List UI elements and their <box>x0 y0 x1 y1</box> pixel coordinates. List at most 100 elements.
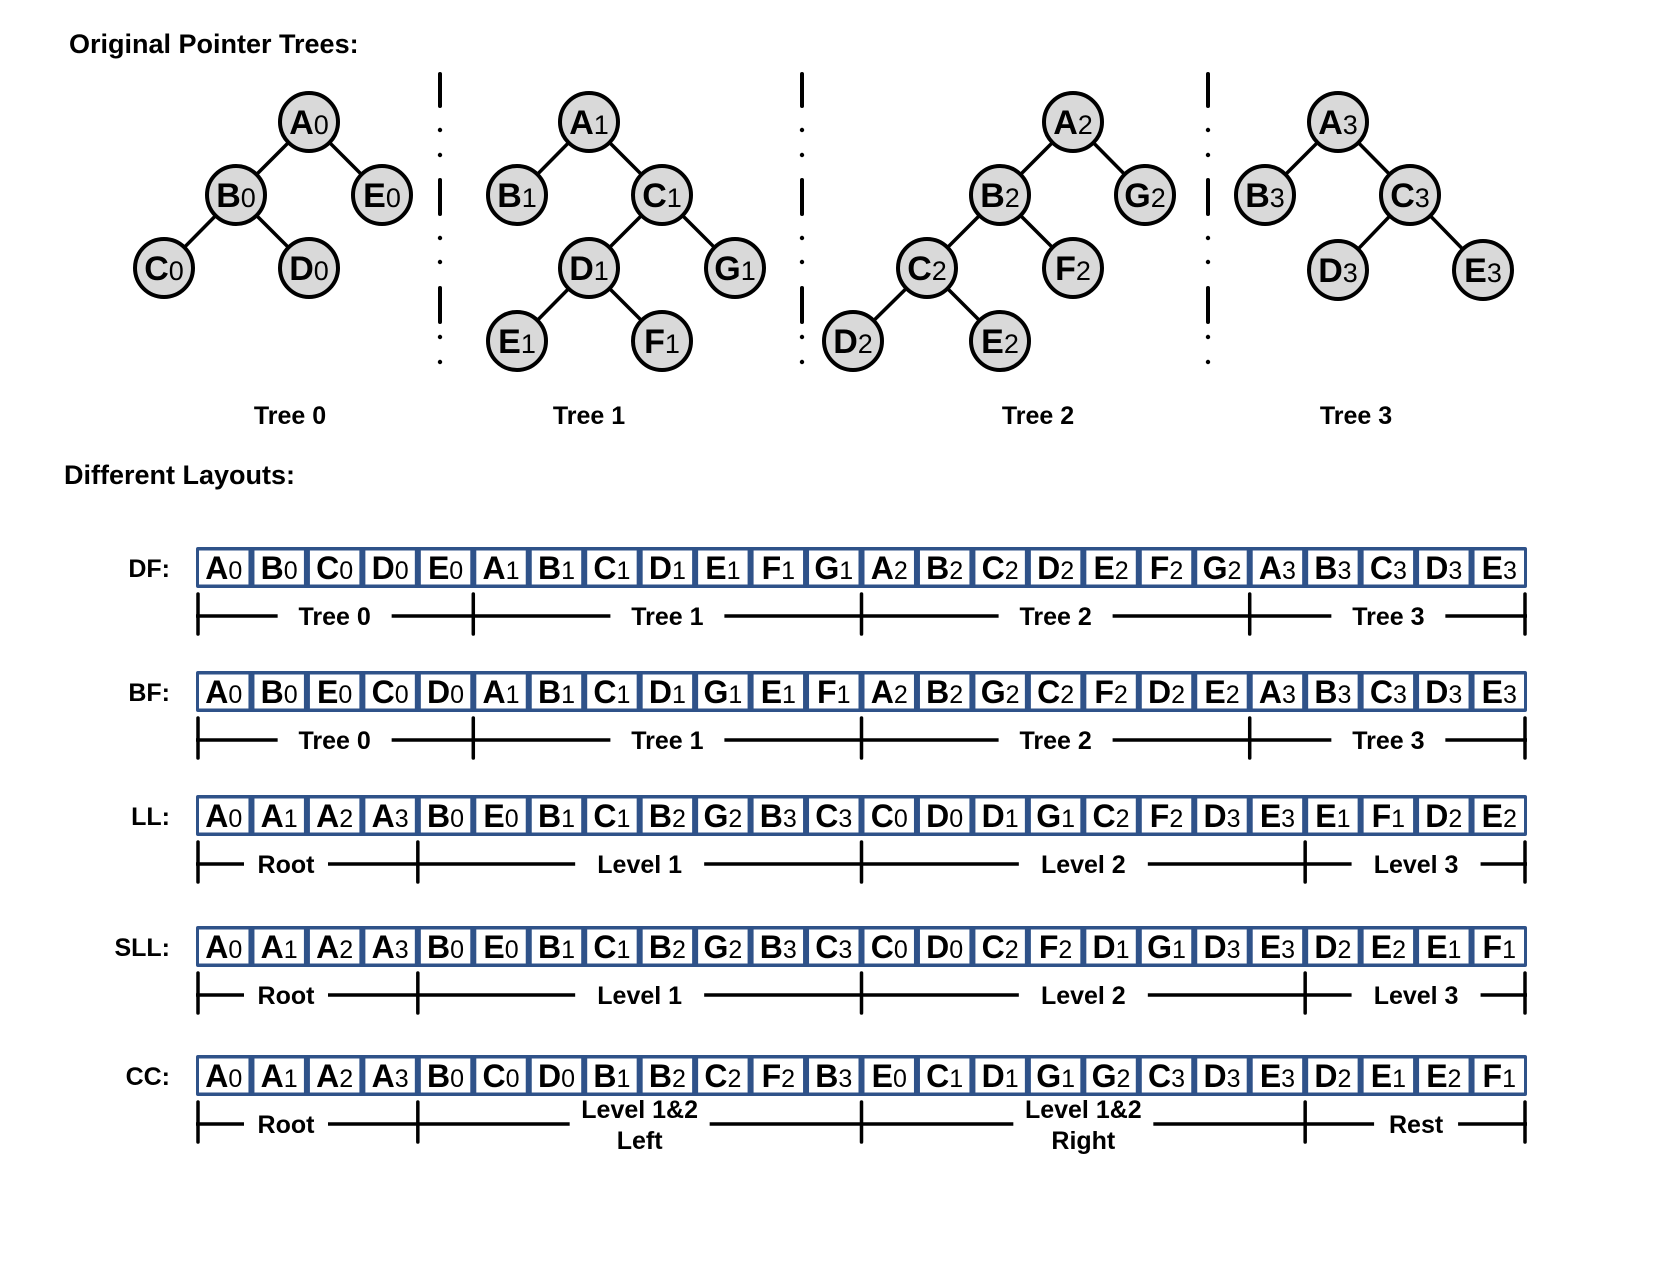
cell-box <box>309 674 360 709</box>
tree-node-B3: B3 <box>1234 164 1296 226</box>
cell-label: D2 <box>1425 798 1462 834</box>
cell-label: B3 <box>760 929 797 965</box>
cell-box <box>1086 929 1136 964</box>
array-cell: F1 <box>1363 798 1414 834</box>
cell-box <box>1419 674 1469 709</box>
cell-label: E2 <box>1093 550 1128 586</box>
array-cell: C1 <box>919 1058 970 1094</box>
tree-label: Tree 3 <box>1320 402 1392 430</box>
cell-label: B0 <box>427 1058 464 1094</box>
layout-name: CC: <box>126 1063 170 1091</box>
cell-label: C3 <box>815 929 852 965</box>
cell-label: D2 <box>1148 674 1185 710</box>
cell-box <box>1252 929 1303 964</box>
cell-box <box>1141 798 1192 833</box>
array-cell: D2 <box>1308 1058 1358 1094</box>
cell-label: D1 <box>1093 929 1130 965</box>
cell-label: G1 <box>814 550 853 586</box>
cell-label: A1 <box>261 929 298 965</box>
cell-box <box>1308 1058 1358 1093</box>
cell-box <box>1141 929 1192 964</box>
cell-label: F2 <box>1150 798 1183 834</box>
cell-box <box>975 1058 1025 1093</box>
tree-node-B0: B0 <box>205 164 267 226</box>
cell-label: C3 <box>1148 1058 1185 1094</box>
array-cell: E0 <box>476 798 526 834</box>
array-cell: D0 <box>919 798 970 834</box>
tree-node-D3: D3 <box>1307 239 1369 301</box>
cell-box <box>1419 550 1469 585</box>
cell-box <box>531 550 582 585</box>
node-label: D3 <box>1318 252 1358 290</box>
node-circle <box>351 164 413 226</box>
cell-label: E2 <box>1371 929 1406 965</box>
tree-separator <box>437 72 443 365</box>
cell-box <box>753 1058 804 1093</box>
cell-box <box>1363 674 1414 709</box>
cell-box <box>1308 550 1358 585</box>
cell-label: E1 <box>1315 798 1350 834</box>
node-circle <box>969 310 1031 372</box>
cell-box <box>809 674 859 709</box>
tree-node-B1: B1 <box>486 164 548 226</box>
segment-label: Tree 1 <box>631 603 703 631</box>
cell-box <box>531 798 582 833</box>
cell-box <box>476 674 526 709</box>
node-circle <box>558 91 620 153</box>
array-cell: C2 <box>975 929 1025 965</box>
node-circle <box>278 91 340 153</box>
cell-box <box>1419 929 1469 964</box>
node-circle <box>1379 164 1441 226</box>
cell-box <box>254 798 304 833</box>
array-cell: B0 <box>420 1058 471 1094</box>
cell-label: D1 <box>649 674 686 710</box>
array-cell: D1 <box>975 798 1025 834</box>
cell-box <box>1141 674 1192 709</box>
cell-label: A3 <box>1259 674 1296 710</box>
array-cell: B3 <box>1308 674 1358 710</box>
cell-box <box>1197 674 1247 709</box>
array-cell: G1 <box>1030 1058 1081 1094</box>
node-label: A3 <box>1318 104 1358 142</box>
cell-label: E0 <box>483 798 518 834</box>
cell-box <box>1474 550 1524 585</box>
array-cell: F2 <box>1086 674 1136 710</box>
array-cell: D3 <box>1197 929 1247 965</box>
heading-original-trees: Original Pointer Trees: <box>69 29 359 59</box>
cell-label: E0 <box>483 929 518 965</box>
array-cell: D0 <box>531 1058 582 1094</box>
cell-box <box>698 1058 748 1093</box>
cell-box <box>642 1058 693 1093</box>
cell-label: A0 <box>205 550 242 586</box>
array-cell: B0 <box>254 550 304 586</box>
cell-box <box>1197 550 1247 585</box>
cell-label: C0 <box>871 798 908 834</box>
node-circle <box>1114 164 1176 226</box>
array-cell: B0 <box>420 929 471 965</box>
cell-box <box>1363 550 1414 585</box>
segment-label: Root <box>258 1111 316 1139</box>
array-cell: E1 <box>1308 798 1358 834</box>
tree-node-D0: D0 <box>278 237 340 299</box>
array-cell: E3 <box>1252 798 1303 834</box>
cell-label: C2 <box>982 929 1019 965</box>
segment-label: Tree 0 <box>299 727 371 755</box>
cell-label: B1 <box>538 929 575 965</box>
segment-label: Level 2 <box>1041 851 1126 879</box>
array-cell: A2 <box>309 1058 360 1094</box>
cell-box <box>1419 798 1469 833</box>
cell-label: F1 <box>762 550 795 586</box>
cell-box <box>199 798 249 833</box>
array-cell: G2 <box>698 798 748 834</box>
layout-array <box>196 547 1527 588</box>
array-cell: F2 <box>1141 550 1192 586</box>
segment-label: Tree 2 <box>1019 603 1091 631</box>
cell-box <box>309 798 360 833</box>
array-cell: B2 <box>642 798 693 834</box>
cell-label: A1 <box>261 798 298 834</box>
node-circle <box>486 164 548 226</box>
cell-label: C1 <box>593 798 630 834</box>
array-cell: C0 <box>309 550 360 586</box>
